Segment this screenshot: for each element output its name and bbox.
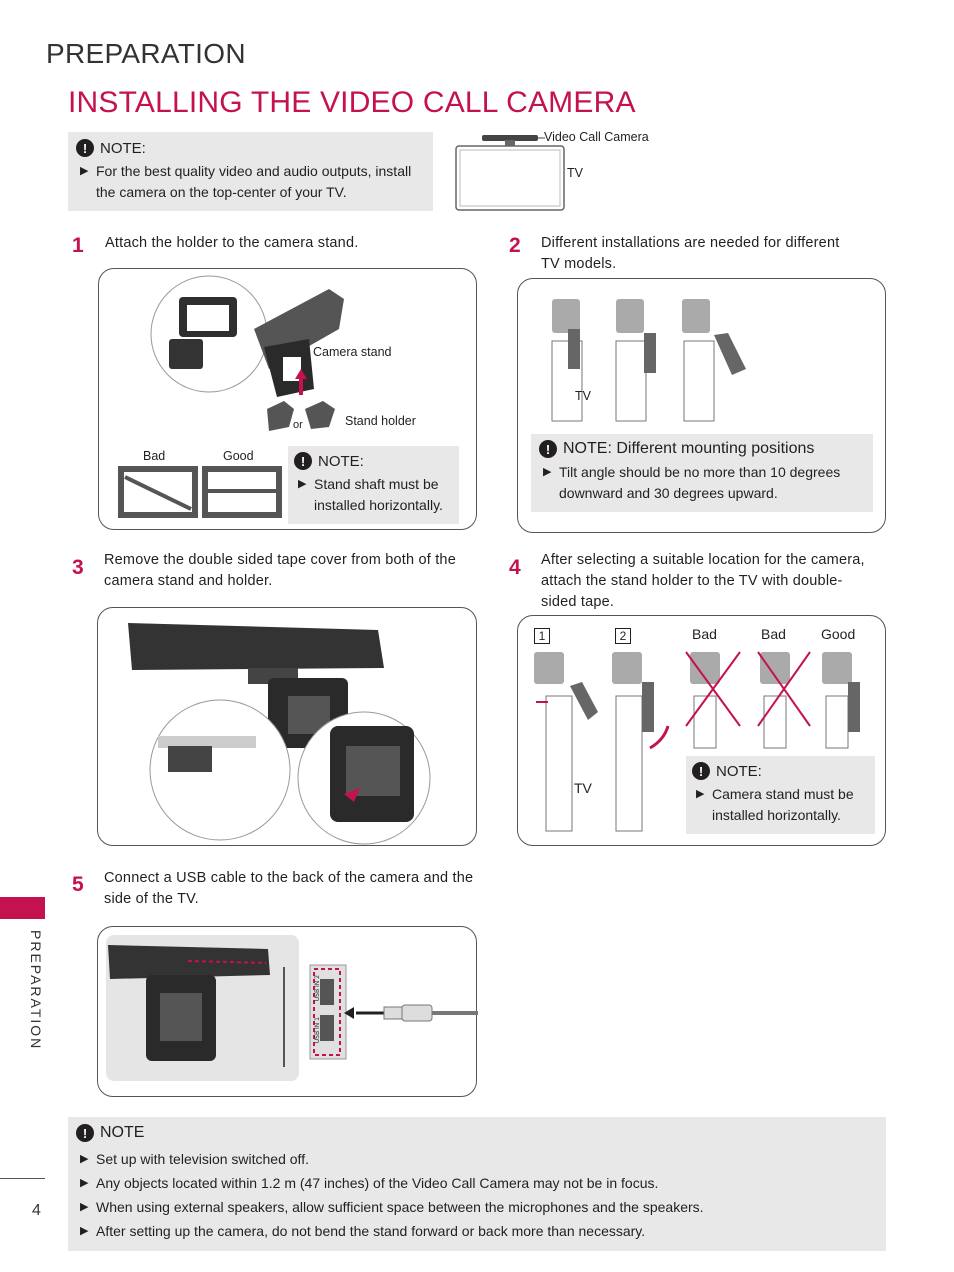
step-1-text: Attach the holder to the camera stand. [105, 235, 359, 251]
page-title: INSTALLING THE VIDEO CALL CAMERA [68, 86, 636, 119]
step-2-panel: TV ! NOTE: Different mounting positions … [517, 278, 886, 533]
warning-icon: ! [76, 139, 94, 157]
step-2-tv-label: TV [575, 389, 591, 403]
step-1-note-heading: ! NOTE: [294, 452, 453, 470]
bottom-note-bullet: Set up with television switched off. [76, 1147, 878, 1171]
step-1-number: 1 [72, 234, 84, 257]
good-label: Good [821, 626, 856, 642]
step-1-panel: Camera stand Stand holder or Bad Good ! … [98, 268, 477, 530]
footer-divider [0, 1178, 45, 1179]
step-4-tv-label: TV [574, 780, 592, 796]
placement-illustration [534, 651, 860, 832]
side-tab-marker [0, 897, 45, 919]
tv-label: TV [567, 166, 583, 180]
step-2-note-bullet: Tilt angle should be no more than 10 deg… [539, 462, 865, 504]
tv-camera-diagram [455, 135, 565, 211]
top-note-heading: ! NOTE: [76, 139, 425, 157]
step-4-note-bullet: Camera stand must be installed horizonta… [692, 784, 869, 826]
bad-label: Bad [143, 449, 166, 463]
video-call-camera-shape [482, 135, 538, 141]
step-1-note-heading-text: NOTE: [318, 452, 364, 470]
top-note-bullet: For the best quality video and audio out… [76, 161, 425, 203]
step-3-panel [97, 607, 477, 846]
bad-label-2: Bad [761, 626, 786, 642]
warning-icon: ! [294, 452, 312, 470]
usb-in-2-label: USB IN 2 [314, 975, 321, 1002]
good-label: Good [223, 449, 254, 463]
step-2-number: 2 [509, 234, 521, 257]
usb-connection-illustration [106, 935, 478, 1081]
warning-icon: ! [76, 1124, 94, 1142]
step-2-note: ! NOTE: Different mounting positions Til… [531, 434, 873, 512]
top-note: ! NOTE: For the best quality video and a… [68, 132, 433, 211]
section-title: PREPARATION [46, 38, 246, 69]
step-3-text: Remove the double sided tape cover from … [104, 552, 456, 589]
step-4-number: 4 [509, 556, 521, 579]
step-1-note: ! NOTE: Stand shaft must be installed ho… [288, 446, 459, 524]
step-4-text: After selecting a suitable location for … [541, 552, 865, 610]
mounting-positions-illustration [551, 299, 746, 422]
usb-in-1-label: USB IN 1 [314, 1017, 321, 1044]
stand-holder-label: Stand holder [345, 414, 416, 428]
step-5-panel: USB IN 2 USB IN 1 [97, 926, 478, 1097]
bottom-note: ! NOTE Set up with television switched o… [68, 1117, 886, 1251]
top-note-heading-text: NOTE: [100, 139, 146, 157]
step-4-note-heading: ! NOTE: [692, 762, 869, 780]
bottom-note-bullet: When using external speakers, allow suff… [76, 1195, 878, 1219]
warning-icon: ! [692, 762, 710, 780]
step-3-number: 3 [72, 556, 84, 579]
bottom-note-heading-text: NOTE [100, 1124, 145, 1141]
step-1-note-bullet: Stand shaft must be installed horizontal… [294, 474, 453, 516]
step-2-note-heading: ! NOTE: Different mounting positions [539, 440, 865, 458]
side-tab-label: PREPARATION [28, 930, 44, 1051]
sub-step-1-box: 1 [534, 628, 550, 644]
bottom-note-bullet: After setting up the camera, do not bend… [76, 1219, 878, 1243]
bad-label-1: Bad [692, 626, 717, 642]
camera-stand-label: Camera stand [313, 345, 392, 359]
bottom-note-bullet: Any objects located within 1.2 m (47 inc… [76, 1171, 878, 1195]
step-4-panel: 1 2 Bad Bad Good TV ! NOTE: Camera stand… [517, 615, 886, 846]
step-4-note: ! NOTE: Camera stand must be installed h… [686, 756, 875, 834]
or-label: or [293, 419, 303, 431]
step-2-text: Different installations are needed for d… [541, 235, 840, 272]
step-5-number: 5 [72, 873, 84, 896]
sub-step-2-box: 2 [615, 628, 631, 644]
page-number: 4 [32, 1202, 41, 1219]
step-5-text: Connect a USB cable to the back of the c… [104, 870, 474, 907]
warning-icon: ! [539, 440, 557, 458]
tape-removal-illustration [128, 623, 431, 845]
bottom-note-heading: ! NOTE [76, 1124, 878, 1142]
holder-attach-illustration [118, 275, 344, 518]
step-4-note-heading-text: NOTE: [716, 762, 762, 780]
step-2-note-heading-text: NOTE: Different mounting positions [563, 440, 815, 457]
video-call-camera-label: Video Call Camera [544, 130, 649, 144]
